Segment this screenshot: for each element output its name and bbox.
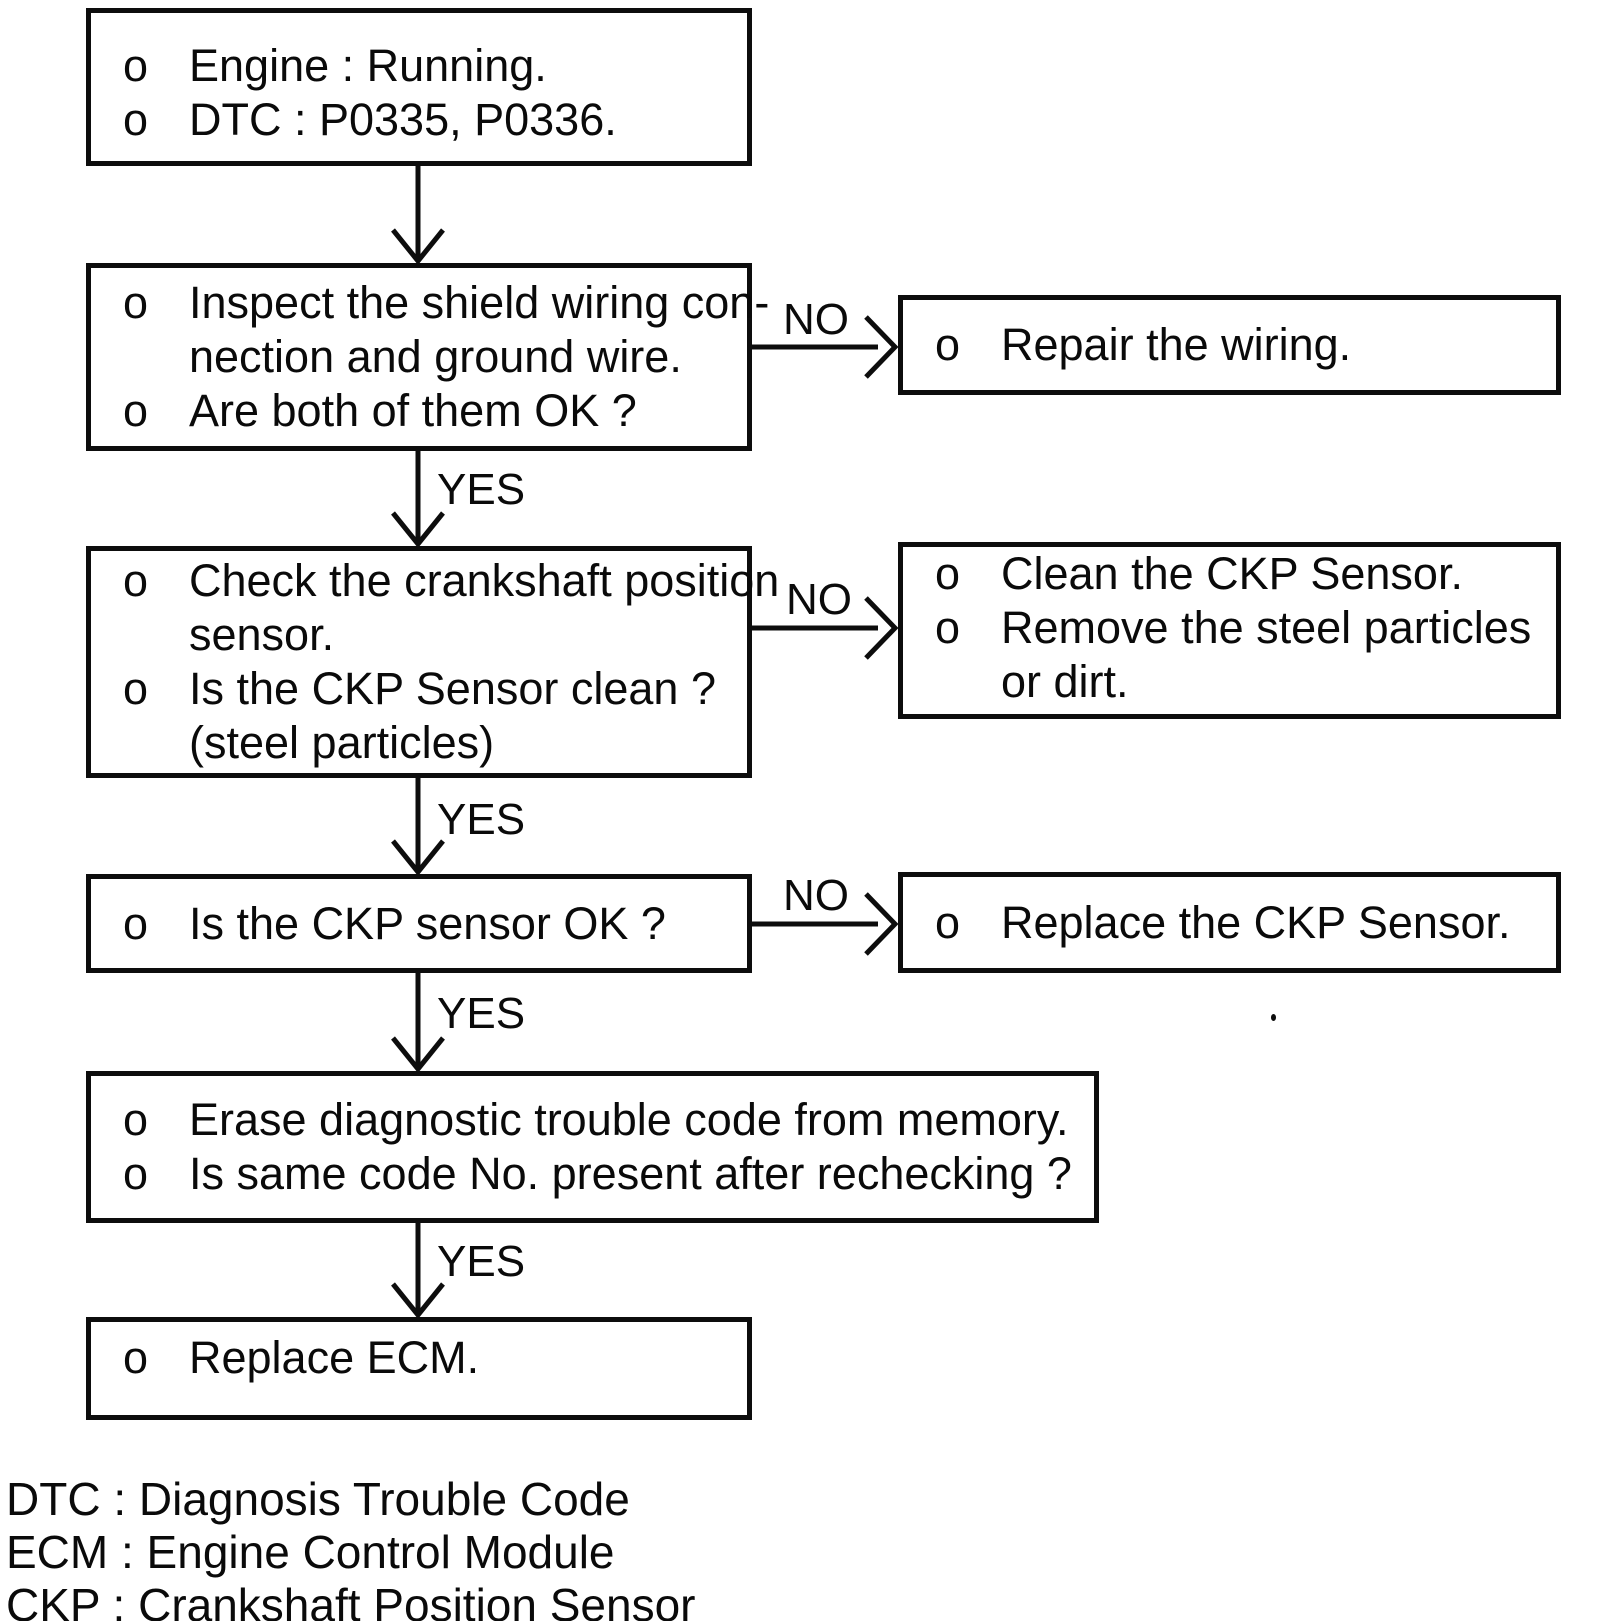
legend-item: ECM : Engine Control Module bbox=[6, 1526, 615, 1578]
yes-label-2: YES bbox=[437, 795, 526, 844]
arrowhead-check-to-sensorok bbox=[391, 839, 445, 876]
no-label-3: NO bbox=[783, 871, 849, 920]
list-item: o DTC : P0335, P0336. bbox=[91, 93, 747, 147]
bullet-marker: o bbox=[123, 555, 149, 606]
list-item: o Inspect the shield wiring con- bbox=[91, 276, 769, 330]
list-item: o Are both of them OK ? bbox=[91, 384, 747, 438]
box-text: Repair the wiring. bbox=[1001, 319, 1352, 370]
flow-box-repair-wiring: o Repair the wiring. bbox=[898, 295, 1561, 395]
box-text: Clean the CKP Sensor. bbox=[1001, 548, 1463, 599]
list-item: o Is same code No. present after recheck… bbox=[91, 1147, 1094, 1201]
legend: DTC : Diagnosis Trouble Code ECM : Engin… bbox=[6, 1473, 695, 1621]
bullet-marker: o bbox=[123, 1094, 149, 1145]
no-arrowhead-inspect-to-repair bbox=[864, 315, 899, 379]
arrowhead-start-to-inspect bbox=[391, 228, 445, 265]
stray-mark bbox=[1271, 1014, 1276, 1021]
arrowhead-erase-to-replaceecm bbox=[391, 1282, 445, 1319]
flow-box-inspect-wiring: o Inspect the shield wiring con- nection… bbox=[86, 263, 769, 451]
box-text: Is the CKP Sensor clean ? bbox=[189, 663, 716, 714]
box-text: Replace the CKP Sensor. bbox=[1001, 896, 1511, 948]
box-text: Engine : Running. bbox=[189, 40, 547, 91]
arrowhead-sensorok-to-erase bbox=[391, 1036, 445, 1073]
no-label-1: NO bbox=[783, 295, 849, 344]
list-item: nection and ground wire. bbox=[91, 330, 747, 384]
bullet-marker: o bbox=[935, 602, 961, 653]
box-text: Check the crankshaft position bbox=[189, 555, 780, 606]
list-item: o Engine : Running. bbox=[91, 39, 747, 93]
box-text: sensor. bbox=[189, 609, 335, 660]
flow-box-erase-dtc: o Erase diagnostic trouble code from mem… bbox=[86, 1071, 1099, 1223]
bullet-marker: o bbox=[123, 94, 149, 145]
yes-label-1: YES bbox=[437, 465, 526, 514]
no-arrowhead-sensorok-to-replaceckp bbox=[864, 892, 899, 956]
yes-label-3: YES bbox=[437, 989, 526, 1038]
box-text: DTC : P0335, P0336. bbox=[189, 94, 617, 145]
arrowhead-inspect-to-check bbox=[391, 511, 445, 548]
box-text: (steel particles) bbox=[189, 717, 495, 768]
flow-box-clean-ckp: o Clean the CKP Sensor. o Remove the ste… bbox=[898, 542, 1561, 719]
list-item: o Repair the wiring. bbox=[903, 318, 1556, 372]
list-item: o Erase diagnostic trouble code from mem… bbox=[91, 1093, 1094, 1147]
list-item: or dirt. bbox=[903, 655, 1556, 709]
box-text: nection and ground wire. bbox=[189, 331, 682, 382]
bullet-marker: o bbox=[123, 277, 149, 328]
bullet-marker: o bbox=[123, 385, 149, 436]
list-item: o Is the CKP sensor OK ? bbox=[91, 897, 747, 951]
bullet-marker: o bbox=[123, 897, 149, 949]
box-text: Is the CKP sensor OK ? bbox=[189, 897, 666, 949]
box-text: Remove the steel particles bbox=[1001, 602, 1532, 653]
list-item: o Is the CKP Sensor clean ? bbox=[91, 662, 747, 716]
box-text: Are both of them OK ? bbox=[189, 385, 637, 436]
bullet-marker: o bbox=[123, 40, 149, 91]
flow-box-ckp-ok: o Is the CKP sensor OK ? bbox=[86, 874, 752, 973]
list-item: (steel particles) bbox=[91, 716, 747, 770]
legend-item: CKP : Crankshaft Position Sensor bbox=[6, 1579, 696, 1621]
box-text: Inspect the shield wiring con- bbox=[189, 277, 770, 328]
list-item: o Replace the CKP Sensor. bbox=[903, 896, 1556, 950]
no-arrowhead-check-to-clean bbox=[864, 596, 899, 660]
flow-box-replace-ckp: o Replace the CKP Sensor. bbox=[898, 872, 1561, 973]
list-item: o Remove the steel particles bbox=[903, 601, 1556, 655]
bullet-marker: o bbox=[935, 319, 961, 370]
bullet-marker: o bbox=[123, 1148, 149, 1199]
flow-box-replace-ecm: o Replace ECM. bbox=[86, 1317, 752, 1420]
box-text: Replace ECM. bbox=[189, 1331, 480, 1383]
legend-item: DTC : Diagnosis Trouble Code bbox=[6, 1473, 630, 1525]
yes-label-4: YES bbox=[437, 1237, 526, 1286]
bullet-marker: o bbox=[123, 663, 149, 714]
box-text: Erase diagnostic trouble code from memor… bbox=[189, 1094, 1069, 1145]
box-text: or dirt. bbox=[1001, 656, 1129, 707]
list-item: o Check the crankshaft position bbox=[91, 554, 779, 608]
box-text: Is same code No. present after recheckin… bbox=[189, 1148, 1072, 1199]
flow-box-check-ckp: o Check the crankshaft position sensor. … bbox=[86, 546, 779, 778]
list-item: sensor. bbox=[91, 608, 747, 662]
flow-box-start: o Engine : Running. o DTC : P0335, P0336… bbox=[86, 8, 752, 166]
no-label-2: NO bbox=[786, 575, 852, 624]
bullet-marker: o bbox=[123, 1331, 149, 1383]
bullet-marker: o bbox=[935, 548, 961, 599]
list-item: o Clean the CKP Sensor. bbox=[903, 547, 1556, 601]
list-item: o Replace ECM. bbox=[91, 1331, 747, 1385]
bullet-marker: o bbox=[935, 896, 961, 948]
